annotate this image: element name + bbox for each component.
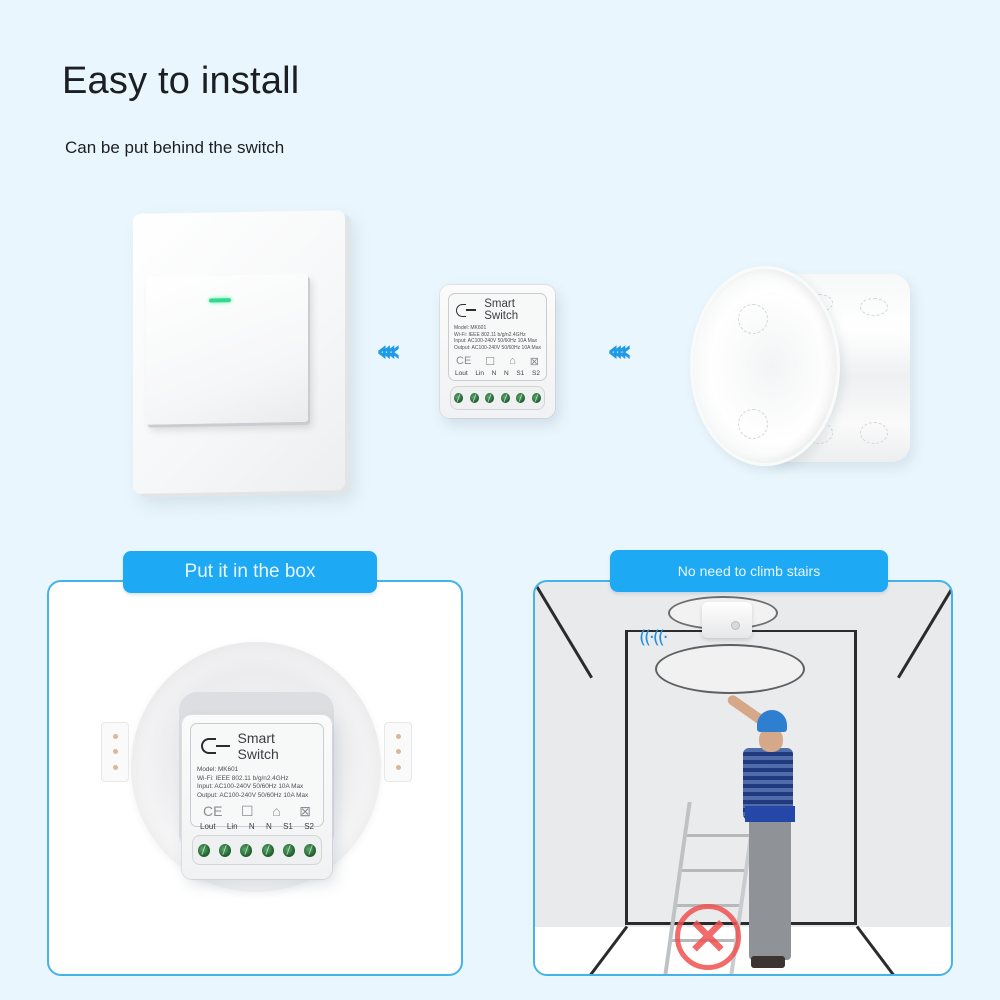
- page-subtitle: Can be put behind the switch: [65, 138, 285, 157]
- screw-terminal-icon: [500, 393, 510, 403]
- terminal-label: N: [248, 822, 255, 832]
- room-edge-line: [535, 582, 593, 679]
- terminal-labels: Lout Lin N N S1 S2: [455, 370, 540, 377]
- terminal-label: Lout: [455, 370, 468, 378]
- weee-bin-icon: ⊠: [529, 356, 539, 369]
- module-brand: Smart Switch: [197, 730, 317, 762]
- screw-terminal-icon: [240, 843, 253, 857]
- card-no-climb-stairs: ((·((· ✕: [533, 580, 953, 976]
- module-input: Input: AC100-240V 50/60Hz 10A Max: [197, 783, 304, 791]
- screw-terminal-icon: [454, 393, 464, 403]
- knockout-hole: [860, 422, 888, 444]
- module-output: Output: AC100-240V 50/60Hz 10A Max: [197, 791, 309, 799]
- ceiling-lamp: [655, 644, 805, 694]
- smart-switch-module-image: Smart Switch Model: MK601 Wi-Fi: IEEE 80…: [440, 285, 555, 418]
- led-indicator: [209, 298, 231, 303]
- module-wifi: Wi-Fi: IEEE 802.11 b/g/n2.4GHz: [454, 331, 526, 338]
- indoor-use-icon: ⌂: [509, 355, 516, 368]
- terminal-labels: Lout Lin N N S1 S2: [200, 822, 314, 831]
- terminal-label: N: [491, 370, 497, 378]
- cert-icons: CE ☐ ⌂ ⊠: [203, 803, 311, 820]
- worker-on-ladder-image: [715, 693, 805, 974]
- arrow-left-icon: ‹‹‹‹: [376, 334, 402, 369]
- brand-logo-icon: [456, 303, 467, 317]
- hard-hat-icon: [757, 710, 787, 732]
- module-label: Smart Switch Model: MK601 Wi-Fi: IEEE 80…: [190, 723, 324, 831]
- indoor-use-icon: ⌂: [272, 803, 281, 820]
- wifi-signal-icon: ((·((·: [639, 627, 669, 648]
- mounting-ear: [384, 722, 412, 782]
- page-title: Easy to install: [62, 60, 300, 102]
- worker-head: [759, 728, 783, 752]
- double-insulation-icon: ☐: [241, 803, 254, 820]
- terminal-strip: [192, 835, 322, 865]
- screw-terminal-icon: [261, 843, 274, 857]
- junction-box-rim: [690, 266, 840, 466]
- cert-icons: CE ☐ ⌂ ⊠: [456, 355, 539, 368]
- terminal-label: S2: [304, 822, 314, 832]
- prohibited-icon: ✕: [675, 904, 741, 970]
- tag-put-in-box: Put it in the box: [123, 551, 377, 593]
- knockout-hole: [860, 298, 888, 316]
- module-wifi: Wi-Fi: IEEE 802.11 b/g/n2.4GHz: [197, 774, 289, 782]
- terminal-label: S1: [283, 822, 293, 832]
- room-illustration: ((·((· ✕: [535, 582, 951, 974]
- screw-terminal-icon: [469, 393, 479, 403]
- screw-terminal-icon: [282, 843, 295, 857]
- screw-terminal-icon: [197, 843, 210, 857]
- terminal-label: Lin: [226, 822, 238, 832]
- wall-switch-image: [133, 210, 345, 494]
- screw-terminal-icon: [531, 393, 541, 403]
- module-brand-text: Smart Switch: [484, 298, 519, 322]
- smart-switch-in-ceiling: [702, 602, 752, 638]
- arrow-left-icon: ‹‹‹‹: [607, 334, 633, 369]
- terminal-label: Lin: [475, 370, 484, 378]
- module-model: Model: MK601: [454, 325, 487, 331]
- knockout-hole: [738, 304, 768, 334]
- room-floor: [535, 927, 951, 974]
- module-output: Output: AC100-240V 50/60Hz 10A Max: [454, 344, 541, 351]
- module-input: Input: AC100-240V 50/60Hz 10A Max: [454, 338, 538, 345]
- ce-mark-icon: CE: [456, 355, 472, 368]
- terminal-label: S2: [531, 370, 540, 378]
- junction-box-image: [690, 262, 915, 474]
- room-edge-line: [897, 582, 951, 679]
- weee-bin-icon: ⊠: [299, 803, 311, 820]
- screw-terminal-icon: [304, 843, 317, 857]
- screw-terminal-icon: [218, 843, 231, 857]
- card-put-in-box: Smart Switch Model: MK601 Wi-Fi: IEEE 80…: [47, 580, 463, 976]
- screw-terminal-icon: [516, 393, 526, 403]
- tag-no-climb-stairs: No need to climb stairs: [610, 550, 888, 592]
- ce-mark-icon: CE: [203, 803, 223, 820]
- mounting-ear: [101, 722, 129, 782]
- worker-belt: [745, 806, 795, 822]
- worker-boot: [751, 956, 785, 968]
- module-model: Model: MK601: [197, 766, 239, 773]
- terminal-label: Lout: [200, 822, 216, 832]
- module-brand-text: Smart Switch: [237, 730, 279, 762]
- smart-switch-module-in-box: Smart Switch Model: MK601 Wi-Fi: IEEE 80…: [182, 715, 332, 879]
- module-brand: Smart Switch: [454, 298, 541, 322]
- knockout-hole: [738, 409, 768, 439]
- wall-switch-rocker: [146, 273, 308, 425]
- terminal-label: N: [265, 822, 272, 832]
- screw-terminal-icon: [485, 393, 495, 403]
- worker-overalls: [749, 810, 791, 960]
- module-label: Smart Switch Model: MK601 Wi-Fi: IEEE 80…: [448, 293, 547, 381]
- terminal-strip: [450, 386, 545, 410]
- terminal-label: S1: [516, 370, 525, 378]
- double-insulation-icon: ☐: [485, 356, 496, 369]
- brand-logo-icon: [201, 738, 216, 754]
- terminal-label: N: [504, 370, 509, 378]
